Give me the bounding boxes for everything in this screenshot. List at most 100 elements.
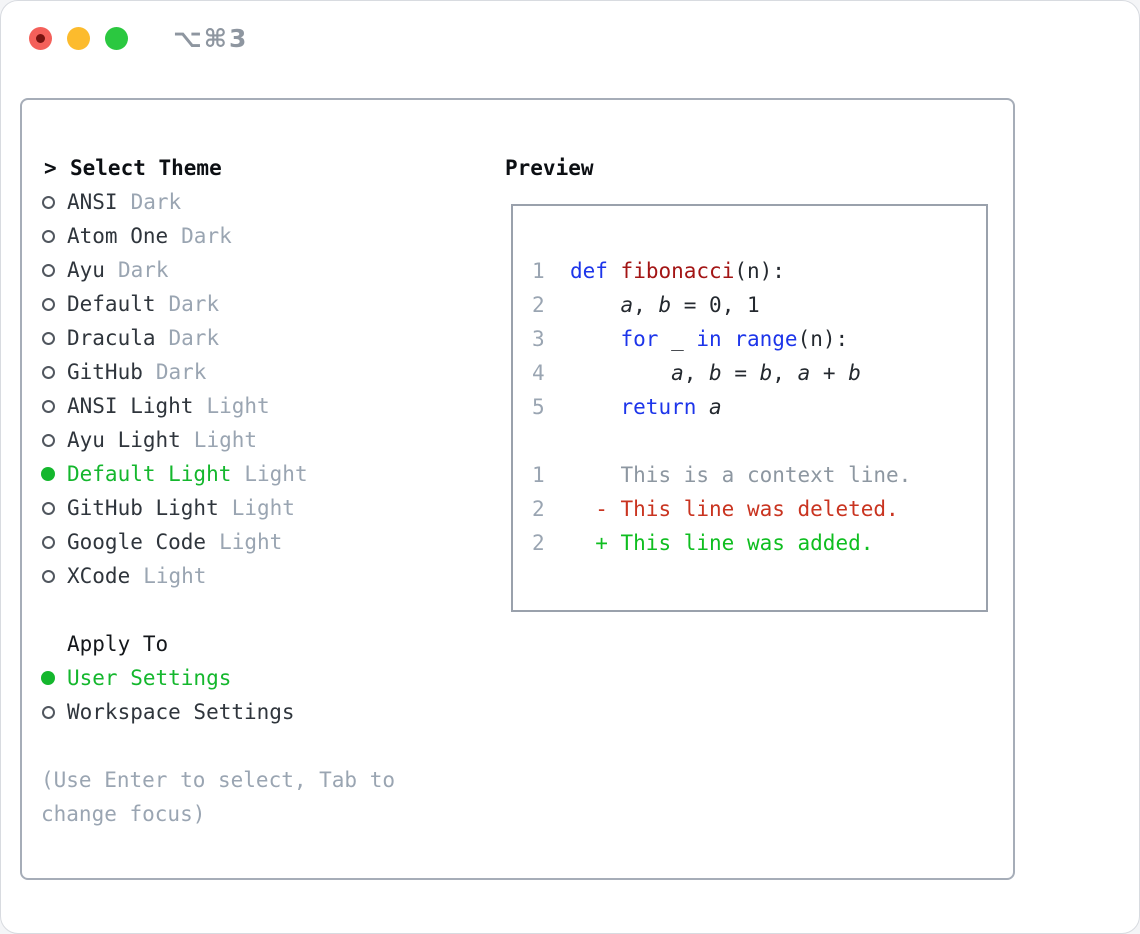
theme-name: Default Light	[67, 462, 232, 486]
radio-unselected-icon	[41, 263, 67, 277]
spacer	[41, 729, 491, 763]
code-token: def	[569, 259, 608, 283]
theme-name: GitHub	[67, 360, 143, 384]
unsaved-indicator-dot	[36, 33, 45, 43]
apply-option-label: Workspace Settings	[67, 700, 295, 724]
code-token: ,	[683, 361, 710, 385]
preview-title: Preview	[505, 156, 594, 180]
code-token: b	[709, 361, 722, 385]
line-number: 5	[532, 395, 545, 419]
radio-unselected-icon	[41, 365, 67, 379]
minimize-button[interactable]	[67, 26, 90, 50]
code-token: ,	[633, 293, 659, 317]
code-token: b	[658, 293, 672, 317]
code-token	[545, 293, 621, 317]
theme-name: GitHub Light	[67, 496, 219, 520]
code-token: b	[759, 361, 773, 385]
line-number: 2	[532, 497, 545, 521]
code-token: +	[810, 361, 849, 385]
theme-option[interactable]: ANSI Light Light	[41, 389, 491, 423]
code-token	[696, 395, 709, 419]
code-token: a	[797, 361, 811, 385]
code-token: ,	[772, 361, 798, 385]
theme-variant: Light	[193, 428, 258, 452]
code-token: a	[620, 293, 634, 317]
code-token: return	[620, 395, 697, 419]
radio-unselected-icon	[41, 331, 67, 345]
theme-name: Atom One	[67, 224, 169, 248]
code-token	[545, 259, 570, 283]
code-token: a	[709, 395, 722, 419]
radio-circle	[42, 399, 55, 413]
radio-circle	[42, 433, 55, 447]
radio-circle	[41, 467, 55, 481]
cursor-caret-icon: >	[44, 156, 57, 180]
code-token: in	[696, 327, 722, 351]
code-token: _	[658, 327, 697, 351]
theme-variant: Dark	[168, 326, 220, 350]
radio-selected-icon	[41, 467, 67, 481]
diff-text: This is a context line.	[544, 463, 912, 487]
line-number: 4	[532, 361, 545, 385]
help-text: (Use Enter to select, Tab to	[41, 768, 396, 792]
theme-variant: Dark	[155, 360, 207, 384]
apply-to-title: Apply To	[67, 632, 169, 656]
theme-list-header: > Select Theme	[41, 151, 491, 185]
theme-name: ANSI Light	[67, 394, 194, 418]
radio-circle	[42, 535, 55, 549]
spacer	[532, 424, 986, 458]
code-token	[545, 395, 621, 419]
theme-variant: Dark	[168, 292, 220, 316]
code-token: a	[671, 361, 684, 385]
code-line: 3 for _ in range(n):	[532, 322, 986, 356]
radio-circle	[42, 331, 55, 345]
diff-text: - This line was deleted.	[544, 497, 899, 521]
theme-option[interactable]: GitHub Dark	[41, 355, 491, 389]
apply-option[interactable]: User Settings	[41, 661, 491, 695]
radio-unselected-icon	[41, 195, 67, 209]
radio-circle	[42, 569, 55, 583]
zoom-button[interactable]	[105, 26, 128, 50]
code-token	[545, 361, 671, 385]
window-titlebar[interactable]: ⌥⌘3	[29, 24, 248, 53]
radio-unselected-icon	[41, 535, 67, 549]
radio-circle	[42, 229, 55, 243]
radio-unselected-icon	[41, 501, 67, 515]
code-token	[545, 327, 621, 351]
radio-unselected-icon	[41, 399, 67, 413]
radio-circle	[41, 671, 55, 685]
theme-name: ANSI	[67, 190, 118, 214]
radio-circle	[42, 705, 55, 719]
theme-list-title: Select Theme	[70, 156, 222, 180]
theme-name: XCode	[67, 564, 131, 588]
code-line: 5 return a	[532, 390, 986, 424]
spacer	[41, 593, 491, 627]
theme-variant: Light	[206, 394, 270, 418]
apply-option-label: User Settings	[67, 666, 232, 690]
diff-line-add: 2 + This line was added.	[532, 526, 986, 560]
line-number: 2	[532, 293, 545, 317]
radio-unselected-icon	[41, 433, 67, 447]
code-token: =	[721, 361, 760, 385]
radio-circle	[42, 195, 55, 209]
radio-circle	[42, 263, 55, 277]
code-token: = 0, 1	[671, 293, 760, 317]
apply-to-header: Apply To	[41, 627, 491, 661]
apply-option[interactable]: Workspace Settings	[41, 695, 491, 729]
radio-circle	[42, 297, 55, 311]
diff-line-ctx: 1 This is a context line.	[532, 458, 986, 492]
close-button[interactable]	[29, 26, 52, 50]
code-token: for	[620, 327, 659, 351]
line-number: 1	[532, 259, 545, 283]
